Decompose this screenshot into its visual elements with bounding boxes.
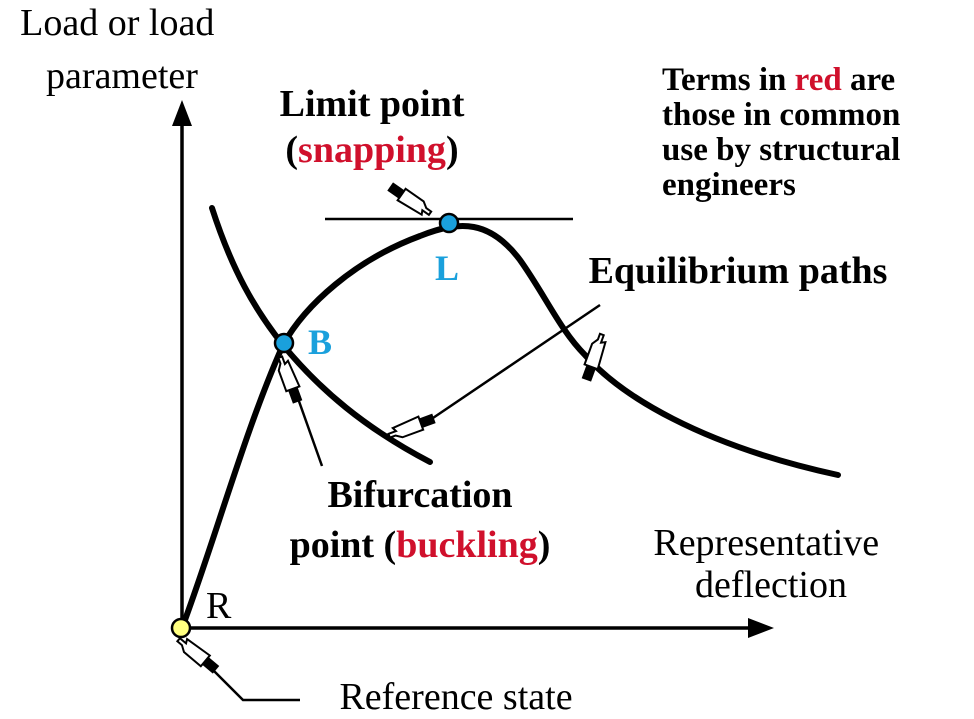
note-line1: Terms in red are <box>662 62 895 98</box>
reference-point-letter: R <box>206 585 232 627</box>
bifurcation-point-label-line2: point (buckling) <box>290 524 551 566</box>
note-line1-prefix: Terms in <box>662 62 795 98</box>
pointing-hand-icon <box>175 636 220 674</box>
x-axis-label-line1: Representative <box>653 522 879 564</box>
bifurcation-red-term: buckling <box>396 524 538 566</box>
pointing-hand-icon <box>277 355 303 404</box>
x-axis-label: Representative deflection <box>653 522 888 606</box>
reference-point-marker <box>170 617 192 639</box>
legend-note: Terms in red are those in common use by … <box>662 62 900 203</box>
equilibrium-leader-line <box>429 303 601 422</box>
pointer-icons <box>175 182 607 674</box>
bifurcation-point-label-line1: Bifurcation <box>327 474 512 516</box>
bifurcation-prefix: point ( <box>290 524 397 566</box>
leader-lines <box>202 303 601 702</box>
x-axis-label-line2: deflection <box>695 564 847 606</box>
note-line4: engineers <box>662 167 796 203</box>
y-axis-arrowhead <box>172 100 192 126</box>
y-axis-label-line1: Load or load <box>20 2 214 44</box>
bifurcation-point-marker <box>273 332 295 354</box>
bifurcation-point-letter: B <box>308 322 332 362</box>
pointing-hand-icon <box>387 182 433 217</box>
pointing-hand-icon <box>581 332 607 382</box>
note-line2: those in common <box>662 97 900 133</box>
y-axis-label: Load or load parameter <box>20 2 224 97</box>
pointing-hand-icon <box>387 413 436 439</box>
limit-red-term: snapping <box>298 129 446 171</box>
limit-point-label-line1: Limit point <box>280 83 465 125</box>
limit-point-letter: L <box>435 248 459 288</box>
limit-point-marker <box>438 212 460 234</box>
equilibrium-paths-label: Equilibrium paths <box>589 250 888 292</box>
x-axis-arrowhead <box>748 618 774 638</box>
limit-point-label-line2: (snapping) <box>285 129 458 171</box>
note-red-word: red <box>795 62 842 98</box>
reference-leader-line <box>202 659 300 702</box>
bifurcation-leader-line <box>293 389 324 467</box>
bifurcation-close-paren: ) <box>538 524 551 566</box>
y-axis-label-line2: parameter <box>46 55 198 97</box>
limit-close-paren: ) <box>446 129 459 171</box>
reference-state-label: Reference state <box>339 676 572 718</box>
axes <box>172 100 774 638</box>
limit-open-paren: ( <box>285 129 298 171</box>
note-line3: use by structural <box>662 132 900 168</box>
points <box>170 212 460 639</box>
note-line1-suffix: are <box>842 62 895 98</box>
